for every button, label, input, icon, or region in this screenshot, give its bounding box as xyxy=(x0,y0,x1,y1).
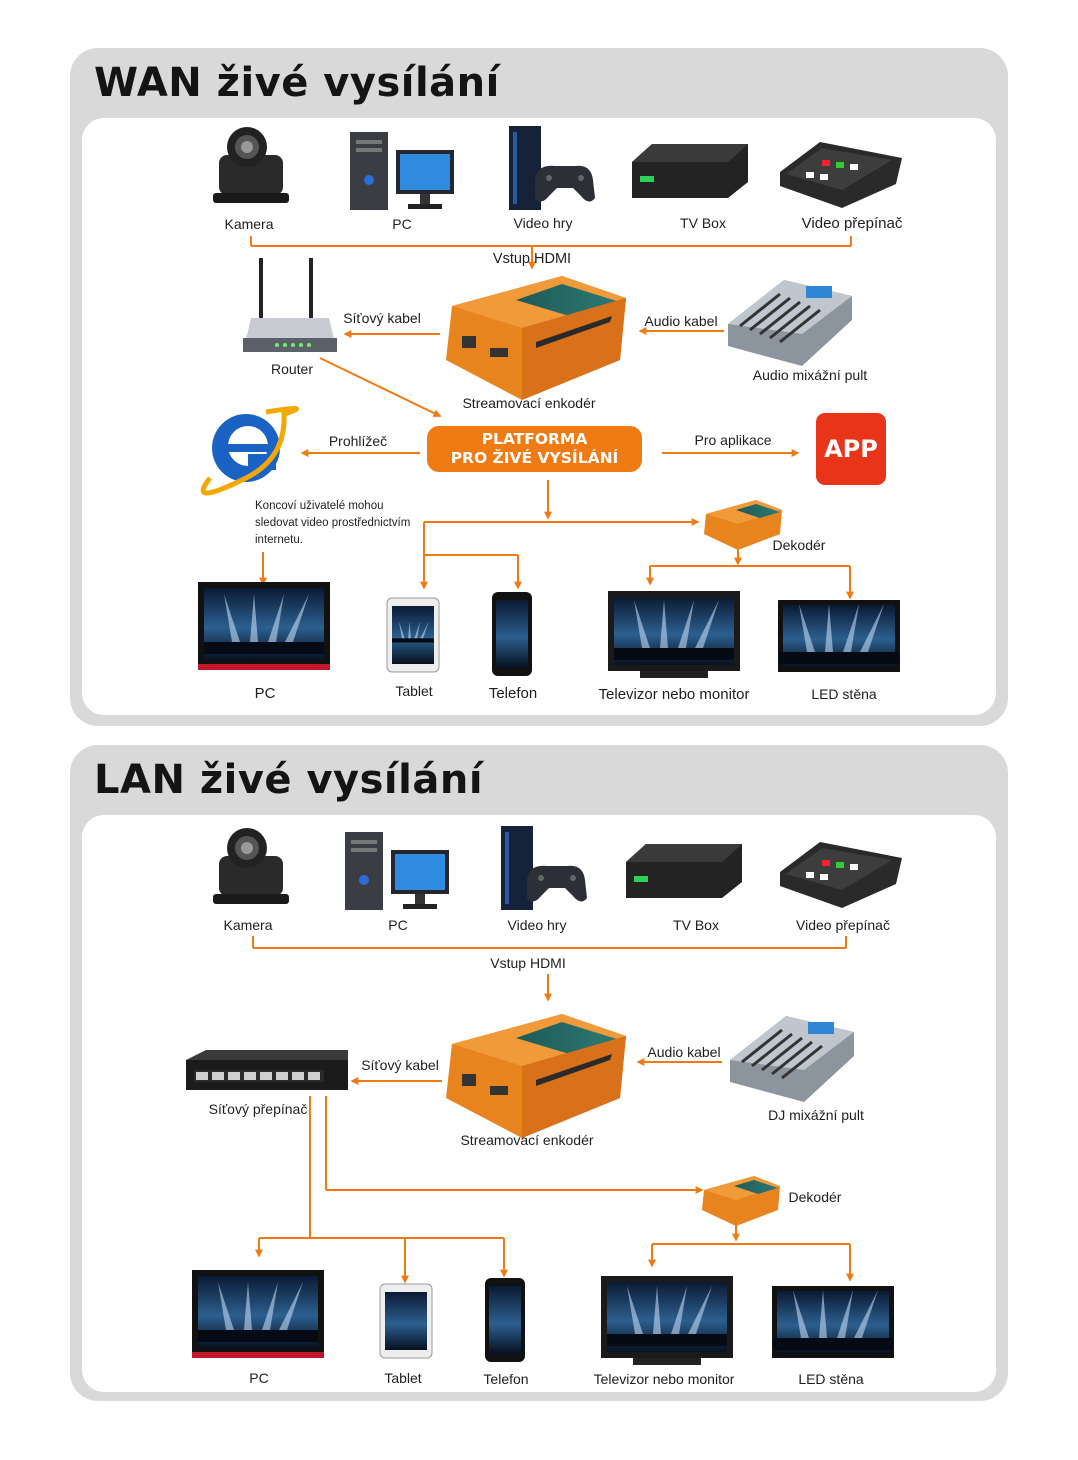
label-video-switcher: Video přepínač xyxy=(801,215,903,232)
lan-streaming-encoder-icon xyxy=(446,1014,626,1138)
lan-label-dj-mixer: DJ mixážní pult xyxy=(768,1107,864,1123)
label-for-apps: Pro aplikace xyxy=(694,432,772,448)
lan-label-out-phone: Telefon xyxy=(483,1371,529,1387)
lan-decoder-icon xyxy=(702,1176,780,1226)
lan-label-decoder: Dekodér xyxy=(788,1189,842,1205)
tv-box-icon xyxy=(632,144,748,198)
tablet-icon xyxy=(386,597,440,673)
lan-label-out-led: LED stěna xyxy=(798,1371,864,1387)
label-video-games: Video hry xyxy=(513,215,573,231)
router-icon xyxy=(243,258,337,352)
camera-icon xyxy=(213,127,289,203)
label-out-tv: Televizor nebo monitor xyxy=(598,686,750,703)
streaming-encoder-icon xyxy=(446,276,626,400)
label-audio-cable: Audio kabel xyxy=(644,313,718,329)
note-line-3: internetu. xyxy=(255,534,303,546)
label-out-pc: PC xyxy=(254,685,276,702)
lan-game-console-icon xyxy=(501,826,587,910)
lan-phone-icon xyxy=(485,1278,525,1362)
lan-pc-monitor-icon xyxy=(192,1270,324,1358)
lan-label-out-tv: Televizor nebo monitor xyxy=(593,1371,735,1387)
browser-icon xyxy=(203,408,296,493)
lan-connectors xyxy=(252,936,854,1284)
lan-label-encoder: Streamovací enkodér xyxy=(460,1132,594,1148)
tv-icon xyxy=(608,591,740,678)
label-hdmi-input: Vstup HDMI xyxy=(492,251,572,267)
video-switcher-icon xyxy=(780,142,902,208)
pc-icon xyxy=(350,132,454,210)
note-line-2: sledovat video prostřednictvím xyxy=(255,517,411,529)
label-decoder: Dekodér xyxy=(772,537,826,553)
lan-pc-icon xyxy=(345,832,449,910)
label-pc: PC xyxy=(392,216,412,232)
lan-label-network-cable: Síťový kabel xyxy=(361,1057,439,1073)
lan-label-out-pc: PC xyxy=(249,1370,269,1386)
label-camera: Kamera xyxy=(224,216,274,232)
lan-sources xyxy=(213,826,902,910)
label-network-cable: Síťový kabel xyxy=(343,310,421,326)
lan-label-video-switcher: Video přepínač xyxy=(796,917,890,933)
wan-connectors xyxy=(250,236,854,600)
lan-title: LAN živé vysílání xyxy=(94,757,484,803)
lan-label-audio-cable: Audio kabel xyxy=(647,1044,721,1060)
lan-video-switcher-icon xyxy=(780,842,902,908)
phone-icon xyxy=(492,592,532,676)
label-out-phone: Telefon xyxy=(488,685,538,702)
lan-outputs xyxy=(192,1270,894,1365)
wan-title: WAN živé vysílání xyxy=(94,60,500,106)
label-audio-mixer: Audio mixážní pult xyxy=(752,367,868,383)
label-tv-box: TV Box xyxy=(680,215,726,231)
app-icon: APP xyxy=(816,413,886,485)
lan-label-tv-box: TV Box xyxy=(673,917,719,933)
label-browser: Prohlížeč xyxy=(328,433,388,449)
label-encoder: Streamovací enkodér xyxy=(462,395,596,411)
lan-label-video-games: Video hry xyxy=(507,917,567,933)
label-out-led: LED stěna xyxy=(811,686,877,702)
lan-tv-icon xyxy=(601,1276,733,1365)
dj-mixer-icon xyxy=(728,1014,856,1104)
lan-camera-icon xyxy=(213,828,289,904)
live-streaming-platform: PLATFORMA PRO ŽIVÉ VYSÍLÁNÍ xyxy=(427,426,642,472)
lan-label-camera: Kamera xyxy=(223,917,273,933)
wan-outputs xyxy=(198,582,900,678)
wan-sources xyxy=(213,126,902,210)
platform-line-1: PLATFORMA xyxy=(481,430,588,448)
led-wall-icon xyxy=(778,600,900,672)
pc-monitor-icon xyxy=(198,582,330,670)
network-switch-icon xyxy=(186,1050,348,1090)
lan-label-hdmi-input: Vstup HDMI xyxy=(490,955,566,971)
lan-tv-box-icon xyxy=(626,844,742,898)
lan-led-wall-icon xyxy=(772,1286,894,1358)
lan-label-out-tablet: Tablet xyxy=(384,1370,422,1386)
audio-mixer-icon xyxy=(726,278,854,368)
lan-label-switch: Síťový přepínač xyxy=(208,1101,308,1117)
end-users-note: Koncoví uživatelé mohou sledovat video p… xyxy=(255,498,410,549)
label-router: Router xyxy=(270,361,314,377)
platform-line-2: PRO ŽIVÉ VYSÍLÁNÍ xyxy=(450,449,619,467)
lan-tablet-icon xyxy=(379,1283,433,1359)
lan-label-pc: PC xyxy=(388,917,408,933)
decoder-icon xyxy=(704,500,782,550)
game-console-icon xyxy=(509,126,595,210)
label-out-tablet: Tablet xyxy=(395,683,433,699)
note-line-1: Koncoví uživatelé mohou xyxy=(255,500,384,512)
